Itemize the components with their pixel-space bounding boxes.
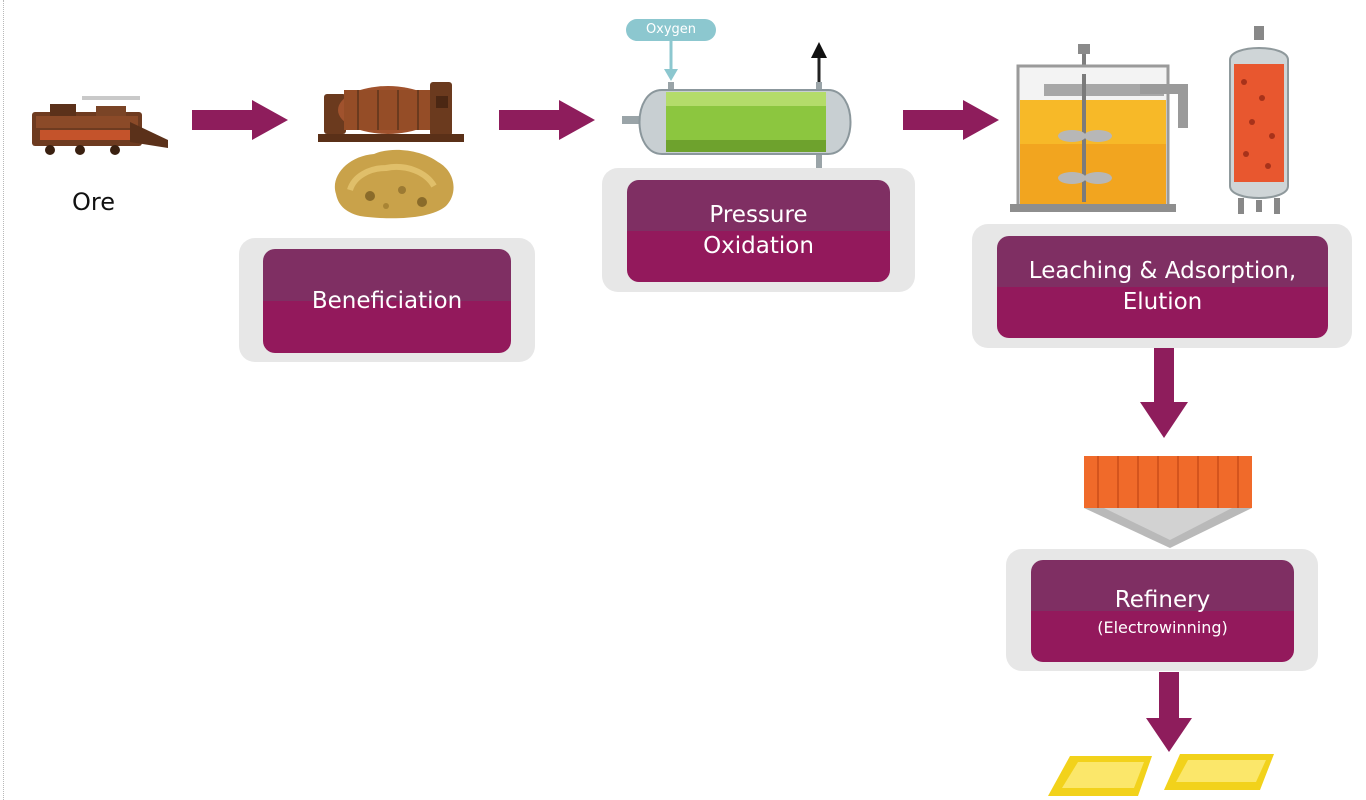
- autoclave-illustration: [622, 82, 852, 168]
- beneficiation-stage-box: Beneficiation: [263, 249, 511, 353]
- ore-label: Ore: [72, 188, 115, 216]
- ore-train-illustration: [32, 96, 168, 155]
- refinery-title: Refinery: [1114, 586, 1211, 613]
- pressure-oxidation-title: Pressure Oxidation: [703, 202, 814, 259]
- beneficiation-title: Beneficiation: [311, 287, 463, 314]
- adsorption-column-illustration: [1229, 26, 1289, 214]
- gold-bars-illustration: [1048, 754, 1274, 796]
- flow-arrow-ore-to-beneficiation: [192, 100, 288, 140]
- leaching-stage-box: Leaching & Adsorption, Elution: [997, 236, 1328, 338]
- flow-arrow-refinery-to-gold: [1146, 672, 1192, 752]
- electrowinning-cell-illustration: [1084, 456, 1252, 548]
- leach-tank-illustration: [1010, 44, 1188, 212]
- refinery-stage-box: Refinery (Electrowinning): [1031, 560, 1294, 662]
- pressure-oxidation-stage-box: Pressure Oxidation: [627, 180, 890, 282]
- flow-arrow-leaching-to-refinery: [1140, 348, 1188, 438]
- flow-arrow-beneficiation-to-pox: [499, 100, 595, 140]
- ore-rock-illustration: [334, 149, 454, 219]
- left-border-rule: [3, 0, 4, 800]
- oxygen-feed-arrow: [664, 41, 678, 81]
- oxygen-label: Oxygen: [626, 19, 716, 41]
- refinery-subtitle: (Electrowinning): [1097, 617, 1228, 637]
- leaching-title: Leaching & Adsorption, Elution: [1028, 258, 1297, 315]
- ball-mill-illustration: [318, 82, 464, 142]
- flow-arrow-pox-to-leaching: [903, 100, 999, 140]
